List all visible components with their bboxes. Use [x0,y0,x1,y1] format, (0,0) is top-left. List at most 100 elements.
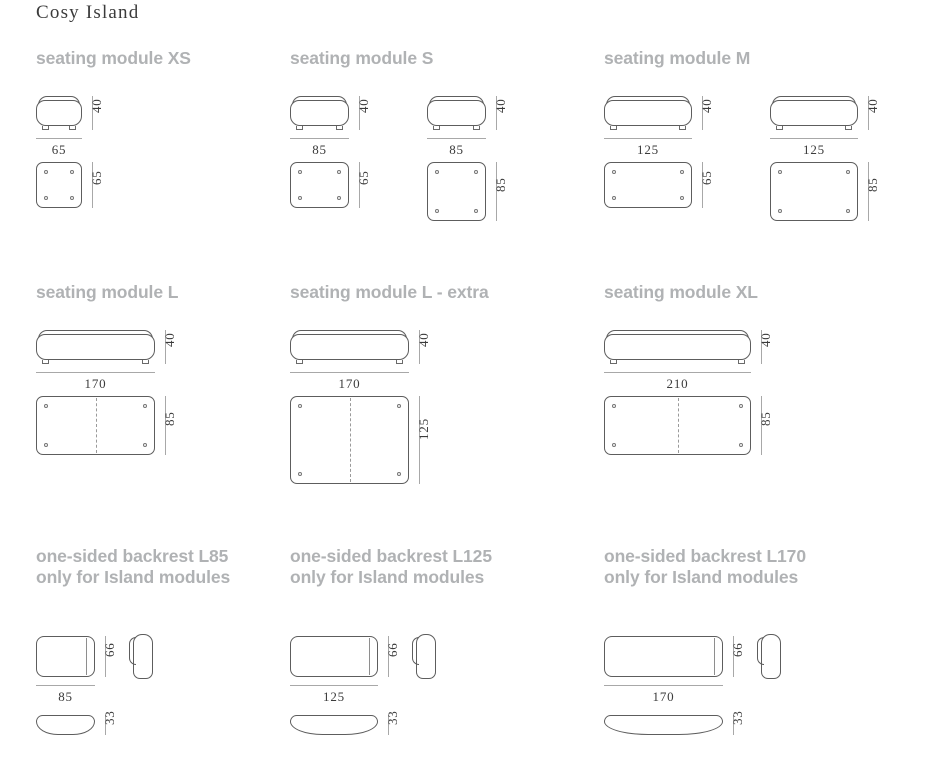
dimension-value: 65 [356,170,371,185]
module-heading-line: seating module S [290,48,434,68]
module-heading-line: only for Island modules [36,567,231,587]
backrest-plan-view [604,715,723,735]
dimension-rule [419,330,420,364]
plan-view [36,162,82,208]
foot-left [296,126,303,130]
mount-hole [474,170,478,174]
cushion-body [36,334,155,360]
mount-hole [70,196,74,200]
dimension-rule [761,396,762,455]
dimension-value: 85 [162,410,177,426]
module-heading-line: only for Island modules [290,567,485,587]
dimension-value: 210 [666,376,689,391]
dimension-value: 40 [162,332,177,347]
dimension-value: 40 [493,98,508,113]
module-heading: seating module XL [604,282,758,303]
module-heading-line: one-sided backrest L85 [36,546,229,566]
dimension-rule [496,162,497,221]
backrest-side-profile [412,634,436,679]
elevation-view [36,330,155,364]
dimension-value: 66 [385,641,400,657]
dimension-rule [604,372,751,373]
dimension-value: 40 [89,98,104,113]
page-title: Cosy Island [36,2,140,23]
foot-left [296,360,303,364]
dimension-rule [868,96,869,130]
module-heading: seating module XS [36,48,191,69]
dimension-rule [604,138,692,139]
dimension-rule [868,162,869,221]
dimension-rule [419,396,420,484]
dimension-value: 33 [730,710,745,725]
backrest-front-view [604,636,723,677]
plan-view [290,396,409,484]
dimension-value: 125 [637,142,659,157]
dimension-rule [427,138,486,139]
center-split-line [95,398,97,453]
foot-left [433,126,440,130]
mount-hole [435,209,439,213]
dimension-rule [36,685,95,686]
module-heading: seating module S [290,48,433,69]
mount-hole [298,170,302,174]
dimension-value: 85 [493,176,508,192]
dimension-rule [290,138,349,139]
foot-right [845,126,852,130]
dimension-value: 40 [356,98,371,113]
module-heading-line: seating module XL [604,282,758,302]
dimension-rule [733,636,734,677]
module-heading-line: seating module M [604,48,751,68]
dimension-rule [36,138,82,139]
foot-left [610,360,617,364]
dimension-value: 40 [865,98,880,113]
backrest-side-profile [757,634,781,679]
dimension-value: 40 [416,332,431,347]
plan-view [604,162,692,208]
dimension-rule [359,162,360,208]
elevation-view [427,96,486,130]
cushion-body [770,100,858,126]
mount-hole [298,404,302,408]
dimension-rule [36,372,155,373]
mount-hole [739,443,743,447]
dimension-value: 85 [758,410,773,426]
dimension-rule [733,715,734,735]
dimension-value: 65 [51,142,67,157]
mount-hole [44,170,48,174]
mount-hole [44,443,48,447]
mount-hole [778,209,782,213]
dimension-value: 125 [323,689,345,704]
mount-hole [474,209,478,213]
dimension-value: 125 [803,142,825,157]
dimension-value: 33 [385,710,400,725]
foot-left [42,360,49,364]
foot-right [473,126,480,130]
cushion-body [290,334,409,360]
mount-hole [298,196,302,200]
mount-hole [612,443,616,447]
mount-hole [44,196,48,200]
plan-view [604,396,751,455]
dimension-value: 66 [730,641,745,657]
dimension-rule [290,372,409,373]
backrest-front-view [36,636,95,677]
mount-hole [397,472,401,476]
foot-right [738,360,745,364]
mount-hole [778,170,782,174]
mount-hole [298,472,302,476]
dimension-rule [388,715,389,735]
mount-hole [612,404,616,408]
plan-view [427,162,486,221]
mount-hole [846,170,850,174]
module-heading-line: one-sided backrest L125 [290,546,492,566]
elevation-view [770,96,858,130]
dimension-rule [702,96,703,130]
backrest-side-profile [129,634,153,679]
foot-left [776,126,783,130]
elevation-view [604,96,692,130]
dimension-rule [92,162,93,208]
backrest-plan-view [36,715,95,735]
backrest-plan-view [290,715,378,735]
